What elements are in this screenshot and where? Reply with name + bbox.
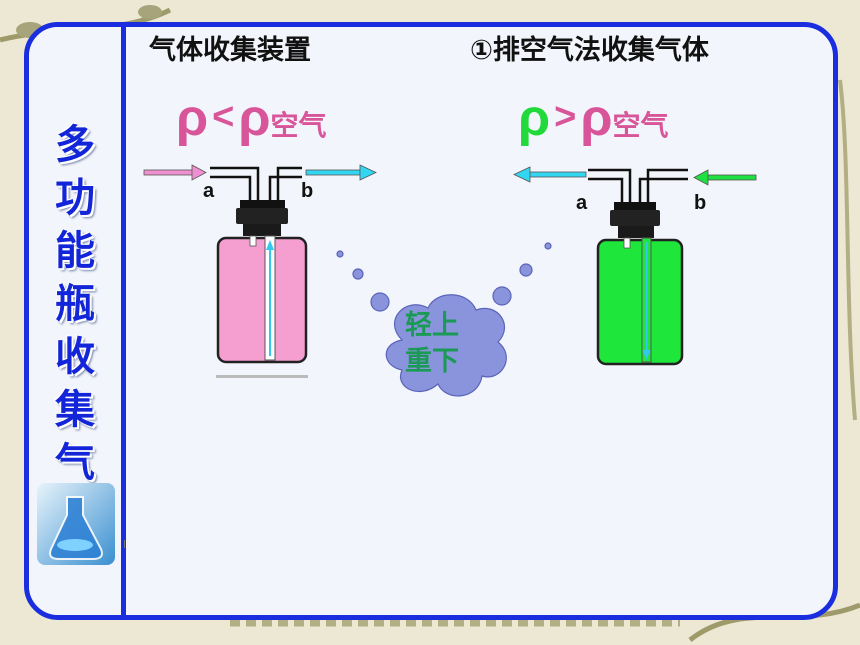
greater-than-operator: > <box>554 96 577 138</box>
rho-air: ρ <box>580 89 613 147</box>
cloud-text-line2: 重下 <box>405 346 459 377</box>
rho-air: ρ <box>238 89 271 147</box>
title-char: 气 <box>55 440 95 486</box>
title-char: 功 <box>55 175 95 221</box>
tick-mark <box>124 540 125 548</box>
left-density-formula: ρ<ρ空气 <box>176 88 327 148</box>
thought-bubble <box>544 242 552 250</box>
air-subscript: 空气 <box>270 110 327 141</box>
thought-bubble <box>519 263 533 277</box>
rho-gas: ρ <box>518 89 551 147</box>
air-subscript: 空气 <box>612 110 669 141</box>
title-char: 集 <box>55 387 95 433</box>
sidebar: 多 功 能 瓶 收 集 气 体 <box>29 27 126 615</box>
outlet-arrow-a <box>513 166 587 183</box>
thought-bubble <box>370 292 390 312</box>
vertical-title: 多 功 能 瓶 收 集 气 体 <box>29 119 121 543</box>
outlet-arrow-b <box>305 164 377 181</box>
title-char: 能 <box>55 228 95 274</box>
heading-air-displacement-method: ①排空气法收集气体 <box>470 35 709 66</box>
cloud-text-line1: 轻上 <box>405 310 459 341</box>
title-char: 收 <box>55 334 95 380</box>
thought-bubble <box>492 286 512 306</box>
port-label-a: a <box>203 180 215 202</box>
port-label-b: b <box>694 192 707 214</box>
port-label-a: a <box>576 192 588 214</box>
title-char: 多 <box>55 122 95 168</box>
left-gas-bottle-apparatus <box>143 164 377 378</box>
right-density-formula: ρ>ρ空气 <box>518 88 669 148</box>
thought-bubble <box>352 268 364 280</box>
heading-gas-collection-device: 气体收集装置 <box>149 35 311 66</box>
cloud-shape <box>385 294 507 397</box>
less-than-operator: < <box>212 96 235 138</box>
cloud-label: 轻上 重下 <box>372 308 492 380</box>
title-char: 瓶 <box>55 281 95 327</box>
right-gas-bottle-apparatus <box>513 166 757 366</box>
inlet-arrow-a <box>143 164 207 181</box>
flask-thumbnail-image <box>37 483 115 565</box>
inlet-arrow-b <box>693 169 757 186</box>
port-label-b: b <box>301 180 314 202</box>
thought-bubble <box>336 250 344 258</box>
thought-cloud <box>336 242 552 397</box>
rho-gas: ρ <box>176 89 209 147</box>
